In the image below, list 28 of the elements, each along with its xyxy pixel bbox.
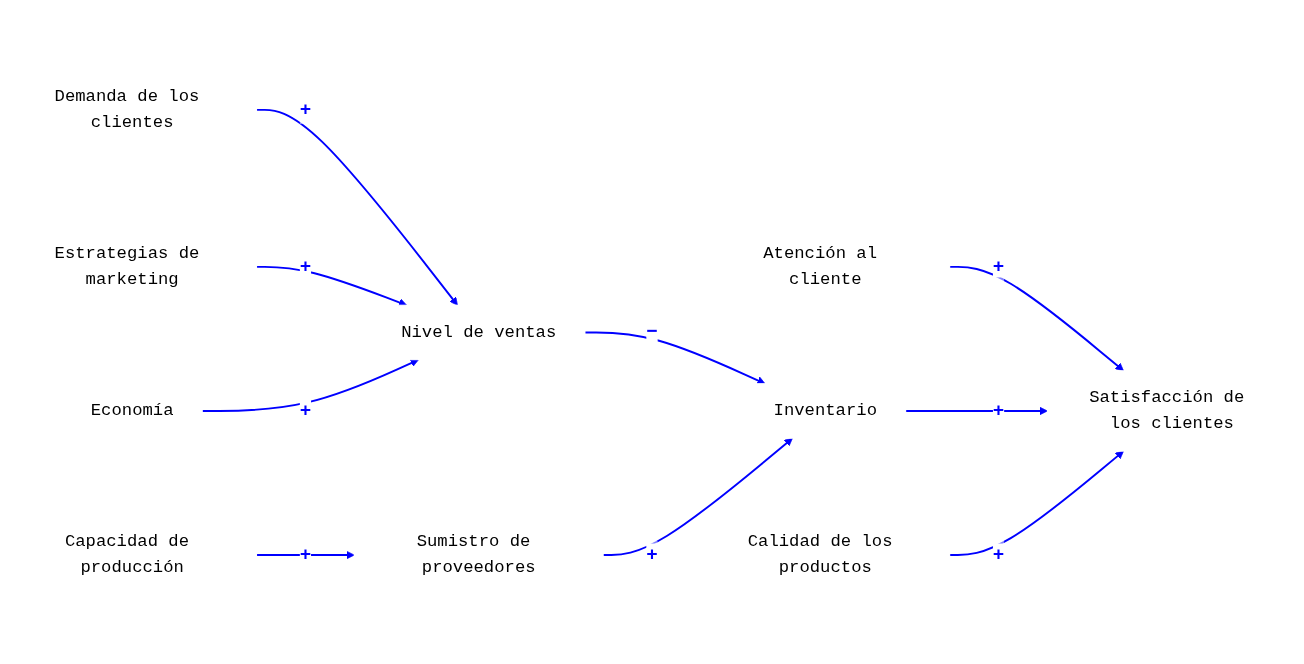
- arrow: [948, 265, 1124, 371]
- edge-label: +: [299, 399, 312, 422]
- edge-label: +: [992, 543, 1005, 566]
- node-text: Nivel de ventas: [401, 321, 557, 342]
- arrow: [201, 358, 419, 412]
- node-text: Satisfacción de los clientes: [1089, 387, 1245, 433]
- edge-label: +: [299, 254, 312, 277]
- node-text: Economía: [90, 400, 174, 420]
- node-text: Sumistro de proveedores: [416, 531, 536, 577]
- arrow: [255, 550, 355, 559]
- arrow: [904, 406, 1048, 415]
- edge-label: +: [992, 399, 1005, 422]
- node-text: Atención al cliente: [763, 243, 877, 289]
- arrow: [948, 450, 1124, 556]
- arrow: [255, 108, 458, 306]
- edge-label: +: [299, 543, 312, 566]
- arrow: [584, 331, 766, 384]
- node-text: Demanda de los clientes: [54, 86, 200, 132]
- arrow: [602, 437, 793, 556]
- node-text: Calidad de los productos: [747, 531, 893, 577]
- node-text: Capacidad de producción: [64, 531, 190, 577]
- edge-label: −: [646, 320, 658, 343]
- node-text: Estrategias de marketing: [54, 243, 200, 289]
- node-text: Inventario: [773, 400, 877, 420]
- edge-label: +: [646, 543, 658, 566]
- arrow: [255, 265, 407, 306]
- edge-label: +: [992, 254, 1005, 277]
- edge-label: +: [299, 97, 312, 120]
